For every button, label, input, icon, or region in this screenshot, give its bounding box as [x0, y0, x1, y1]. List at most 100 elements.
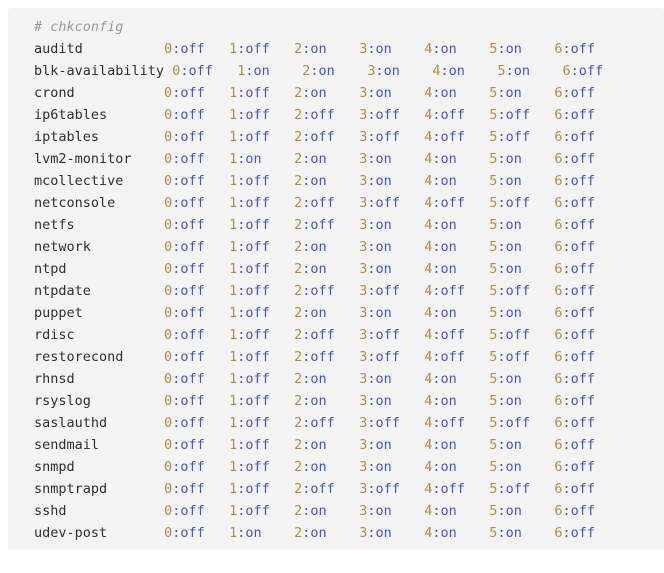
runlevel-state: :on [497, 85, 522, 101]
runlevel-state: :on [497, 393, 522, 409]
column-gap [327, 173, 360, 189]
column-gap [522, 239, 555, 255]
runlevel-number: 1 [229, 503, 238, 519]
service-name: netfs [34, 217, 75, 233]
runlevel-cell: 4:on [424, 503, 457, 519]
runlevel-state: :off [302, 217, 335, 233]
runlevel-state: :off [562, 195, 595, 211]
column-gap [392, 173, 425, 189]
runlevel-cell: 5:off [489, 415, 530, 431]
runlevel-state: :off [172, 107, 205, 123]
runlevel-cell: 4:off [424, 195, 465, 211]
service-name: netconsole [34, 195, 116, 211]
runlevel-number: 0 [164, 525, 173, 541]
runlevel-cell: 2:on [294, 41, 327, 57]
runlevel-state: :off [237, 481, 270, 497]
name-padding [99, 437, 164, 453]
service-name: restorecond [34, 349, 124, 365]
runlevel-cell: 3:on [359, 437, 392, 453]
runlevel-number: 3 [359, 261, 368, 277]
column-gap [530, 129, 554, 145]
service-row: rhnsd 0:off 1:off 2:on 3:on 4:on 5:on 6:… [8, 368, 664, 390]
column-gap [205, 371, 229, 387]
runlevel-state: :off [367, 415, 400, 431]
service-row: rdisc 0:off 1:off 2:off 3:off 4:off 5:of… [8, 324, 664, 346]
runlevel-number: 5 [489, 195, 498, 211]
name-padding [107, 415, 164, 431]
runlevel-cell: 1:off [229, 415, 270, 431]
column-gap [335, 129, 359, 145]
runlevel-state: :on [432, 525, 457, 541]
runlevel-number: 0 [164, 195, 173, 211]
runlevel-cell: 3:off [359, 129, 400, 145]
runlevel-number: 2 [294, 327, 303, 343]
service-row: blk-availability 0:off 1:on 2:on 3:on 4:… [8, 60, 664, 82]
runlevel-cell: 2:off [294, 283, 335, 299]
service-row: saslauthd 0:off 1:off 2:off 3:off 4:off … [8, 412, 664, 434]
runlevel-cell: 6:off [554, 217, 595, 233]
runlevel-state: :off [432, 415, 465, 431]
column-gap [270, 129, 294, 145]
name-padding [91, 393, 164, 409]
column-gap [465, 415, 489, 431]
runlevel-state: :off [562, 415, 595, 431]
runlevel-state: :off [237, 107, 270, 123]
name-padding [75, 327, 164, 343]
runlevel-state: :on [367, 41, 392, 57]
service-name: ntpd [34, 261, 67, 277]
column-gap [270, 195, 294, 211]
runlevel-number: 5 [489, 415, 498, 431]
column-gap [530, 63, 563, 79]
runlevel-cell: 1:on [229, 151, 262, 167]
column-gap [205, 349, 229, 365]
runlevel-cell: 2:on [294, 239, 327, 255]
column-gap [327, 261, 360, 277]
runlevel-state: :off [497, 349, 530, 365]
service-name: sendmail [34, 437, 100, 453]
runlevel-state: :on [302, 261, 327, 277]
runlevel-number: 3 [359, 525, 368, 541]
runlevel-state: :off [172, 41, 205, 57]
runlevel-cell: 4:on [424, 371, 457, 387]
runlevel-state: :off [367, 481, 400, 497]
column-gap [335, 481, 359, 497]
runlevel-cell: 1:off [229, 349, 270, 365]
runlevel-cell: 3:on [359, 151, 392, 167]
runlevel-cell: 4:on [424, 85, 457, 101]
runlevel-number: 6 [554, 503, 563, 519]
service-name: iptables [34, 129, 100, 145]
runlevel-cell: 5:off [489, 129, 530, 145]
runlevel-cell: 1:off [229, 305, 270, 321]
service-name: auditd [34, 41, 83, 57]
runlevel-state: :on [497, 503, 522, 519]
runlevel-state: :on [367, 305, 392, 321]
service-name: rsyslog [34, 393, 91, 409]
column-gap [270, 459, 294, 475]
column-gap [262, 151, 295, 167]
runlevel-cell: 6:off [554, 525, 595, 541]
runlevel-state: :off [562, 503, 595, 519]
runlevel-state: :off [172, 371, 205, 387]
runlevel-cell: 4:on [424, 525, 457, 541]
runlevel-number: 3 [359, 85, 368, 101]
runlevel-cell: 5:on [489, 437, 522, 453]
runlevel-number: 3 [359, 437, 368, 453]
name-padding [164, 63, 172, 79]
runlevel-cell: 5:on [489, 503, 522, 519]
runlevel-state: :off [367, 107, 400, 123]
column-gap [205, 503, 229, 519]
service-name: puppet [34, 305, 83, 321]
runlevel-state: :on [432, 173, 457, 189]
column-gap [270, 349, 294, 365]
column-gap [392, 239, 425, 255]
column-gap [327, 151, 360, 167]
column-gap [205, 525, 229, 541]
runlevel-number: 6 [554, 239, 563, 255]
runlevel-cell: 6:off [554, 371, 595, 387]
runlevel-state: :off [562, 85, 595, 101]
runlevel-state: :on [497, 305, 522, 321]
column-gap [205, 481, 229, 497]
runlevel-cell: 0:off [164, 371, 205, 387]
runlevel-state: :on [302, 437, 327, 453]
column-gap [522, 459, 555, 475]
